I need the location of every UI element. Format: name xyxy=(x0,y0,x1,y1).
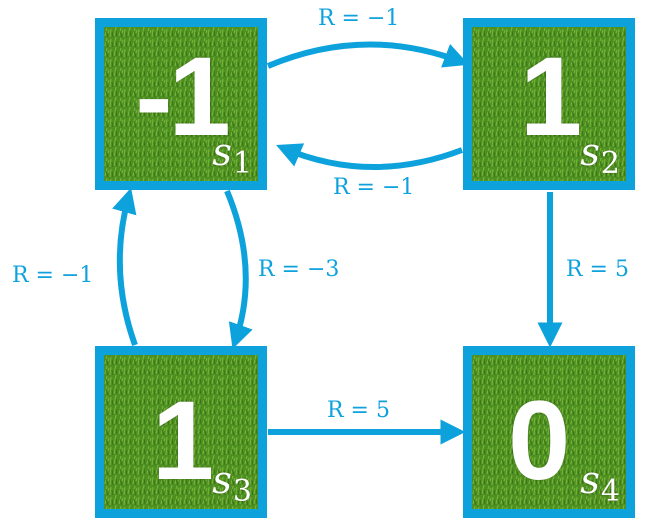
arrow-s1-to-s3 xyxy=(224,189,253,350)
state-label-s1: s1 xyxy=(212,130,252,181)
arrow-s2-to-s1 xyxy=(276,143,464,170)
state-label-s3: s3 xyxy=(212,458,252,509)
state-value-s2: 1 xyxy=(519,34,582,159)
state-value-s3: 1 xyxy=(151,378,214,503)
grass-texture xyxy=(104,27,258,181)
grass-texture xyxy=(472,27,626,181)
reward-label-s1-s3: R = −3 xyxy=(258,257,340,282)
reward-label-s2-s4: R = 5 xyxy=(566,257,629,282)
state-value-s4: 0 xyxy=(508,378,570,503)
reward-label-s2-s1: R = −1 xyxy=(333,175,415,200)
state-value-s1: -1 xyxy=(135,34,231,159)
grass-texture xyxy=(104,355,258,509)
reward-label-s1-s2: R = −1 xyxy=(318,6,400,31)
reward-label-s3-s4: R = 5 xyxy=(327,398,390,423)
state-tile-s1: -1 s1 xyxy=(95,18,267,190)
state-tile-s4: 0 s4 xyxy=(463,346,635,518)
reward-label-s3-s1: R = −1 xyxy=(12,263,94,288)
state-label-s2: s2 xyxy=(580,130,620,181)
state-tile-s3: 1 s3 xyxy=(95,346,267,518)
state-label-s4: s4 xyxy=(580,458,620,509)
state-tile-s2: 1 s2 xyxy=(463,18,635,190)
grass-texture xyxy=(472,355,626,509)
arrow-s3-to-s1 xyxy=(112,187,138,347)
arrow-s1-to-s2 xyxy=(266,41,470,69)
